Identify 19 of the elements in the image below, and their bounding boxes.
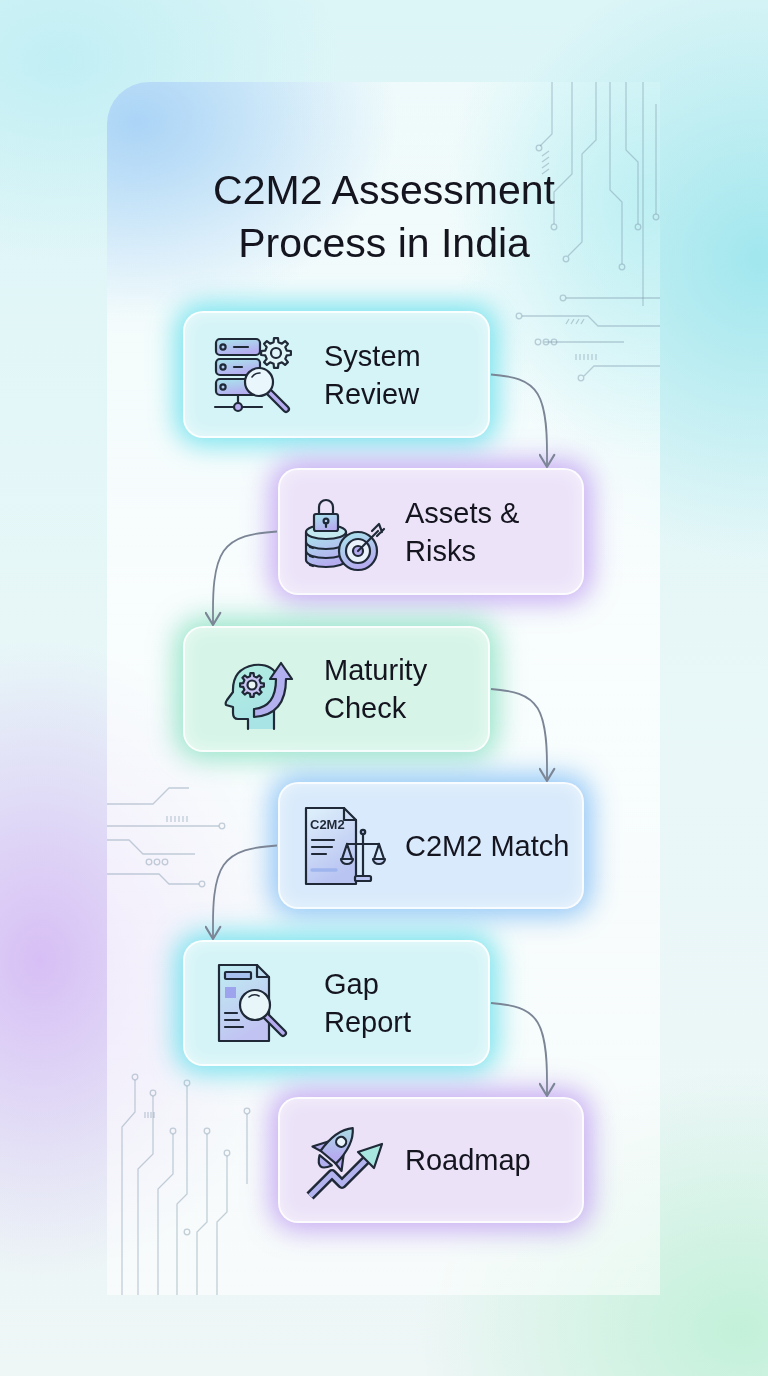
- icon-caption: C2M2: [310, 816, 345, 832]
- step-label: Assets & Risks: [405, 495, 521, 569]
- curved-arrow: [490, 373, 556, 469]
- curved-arrow: [204, 844, 278, 941]
- step-label: Gap Report: [324, 967, 413, 1040]
- step-card: [278, 782, 584, 909]
- step-label: Maturity Check: [324, 653, 429, 726]
- step-label: Roadmap: [405, 1143, 532, 1178]
- curved-arrow: [490, 688, 556, 783]
- step-label: System Review: [324, 338, 422, 412]
- step-card: [183, 940, 490, 1066]
- step-card: [278, 468, 584, 595]
- curved-arrow: [490, 1002, 556, 1098]
- step-card: [183, 626, 490, 752]
- diagram-title: C2M2 Assessment Process in India: [212, 166, 556, 268]
- step-card: [278, 1097, 584, 1223]
- step-card: [183, 311, 490, 438]
- curved-arrow: [204, 530, 278, 627]
- step-label: C2M2 Match: [405, 828, 571, 864]
